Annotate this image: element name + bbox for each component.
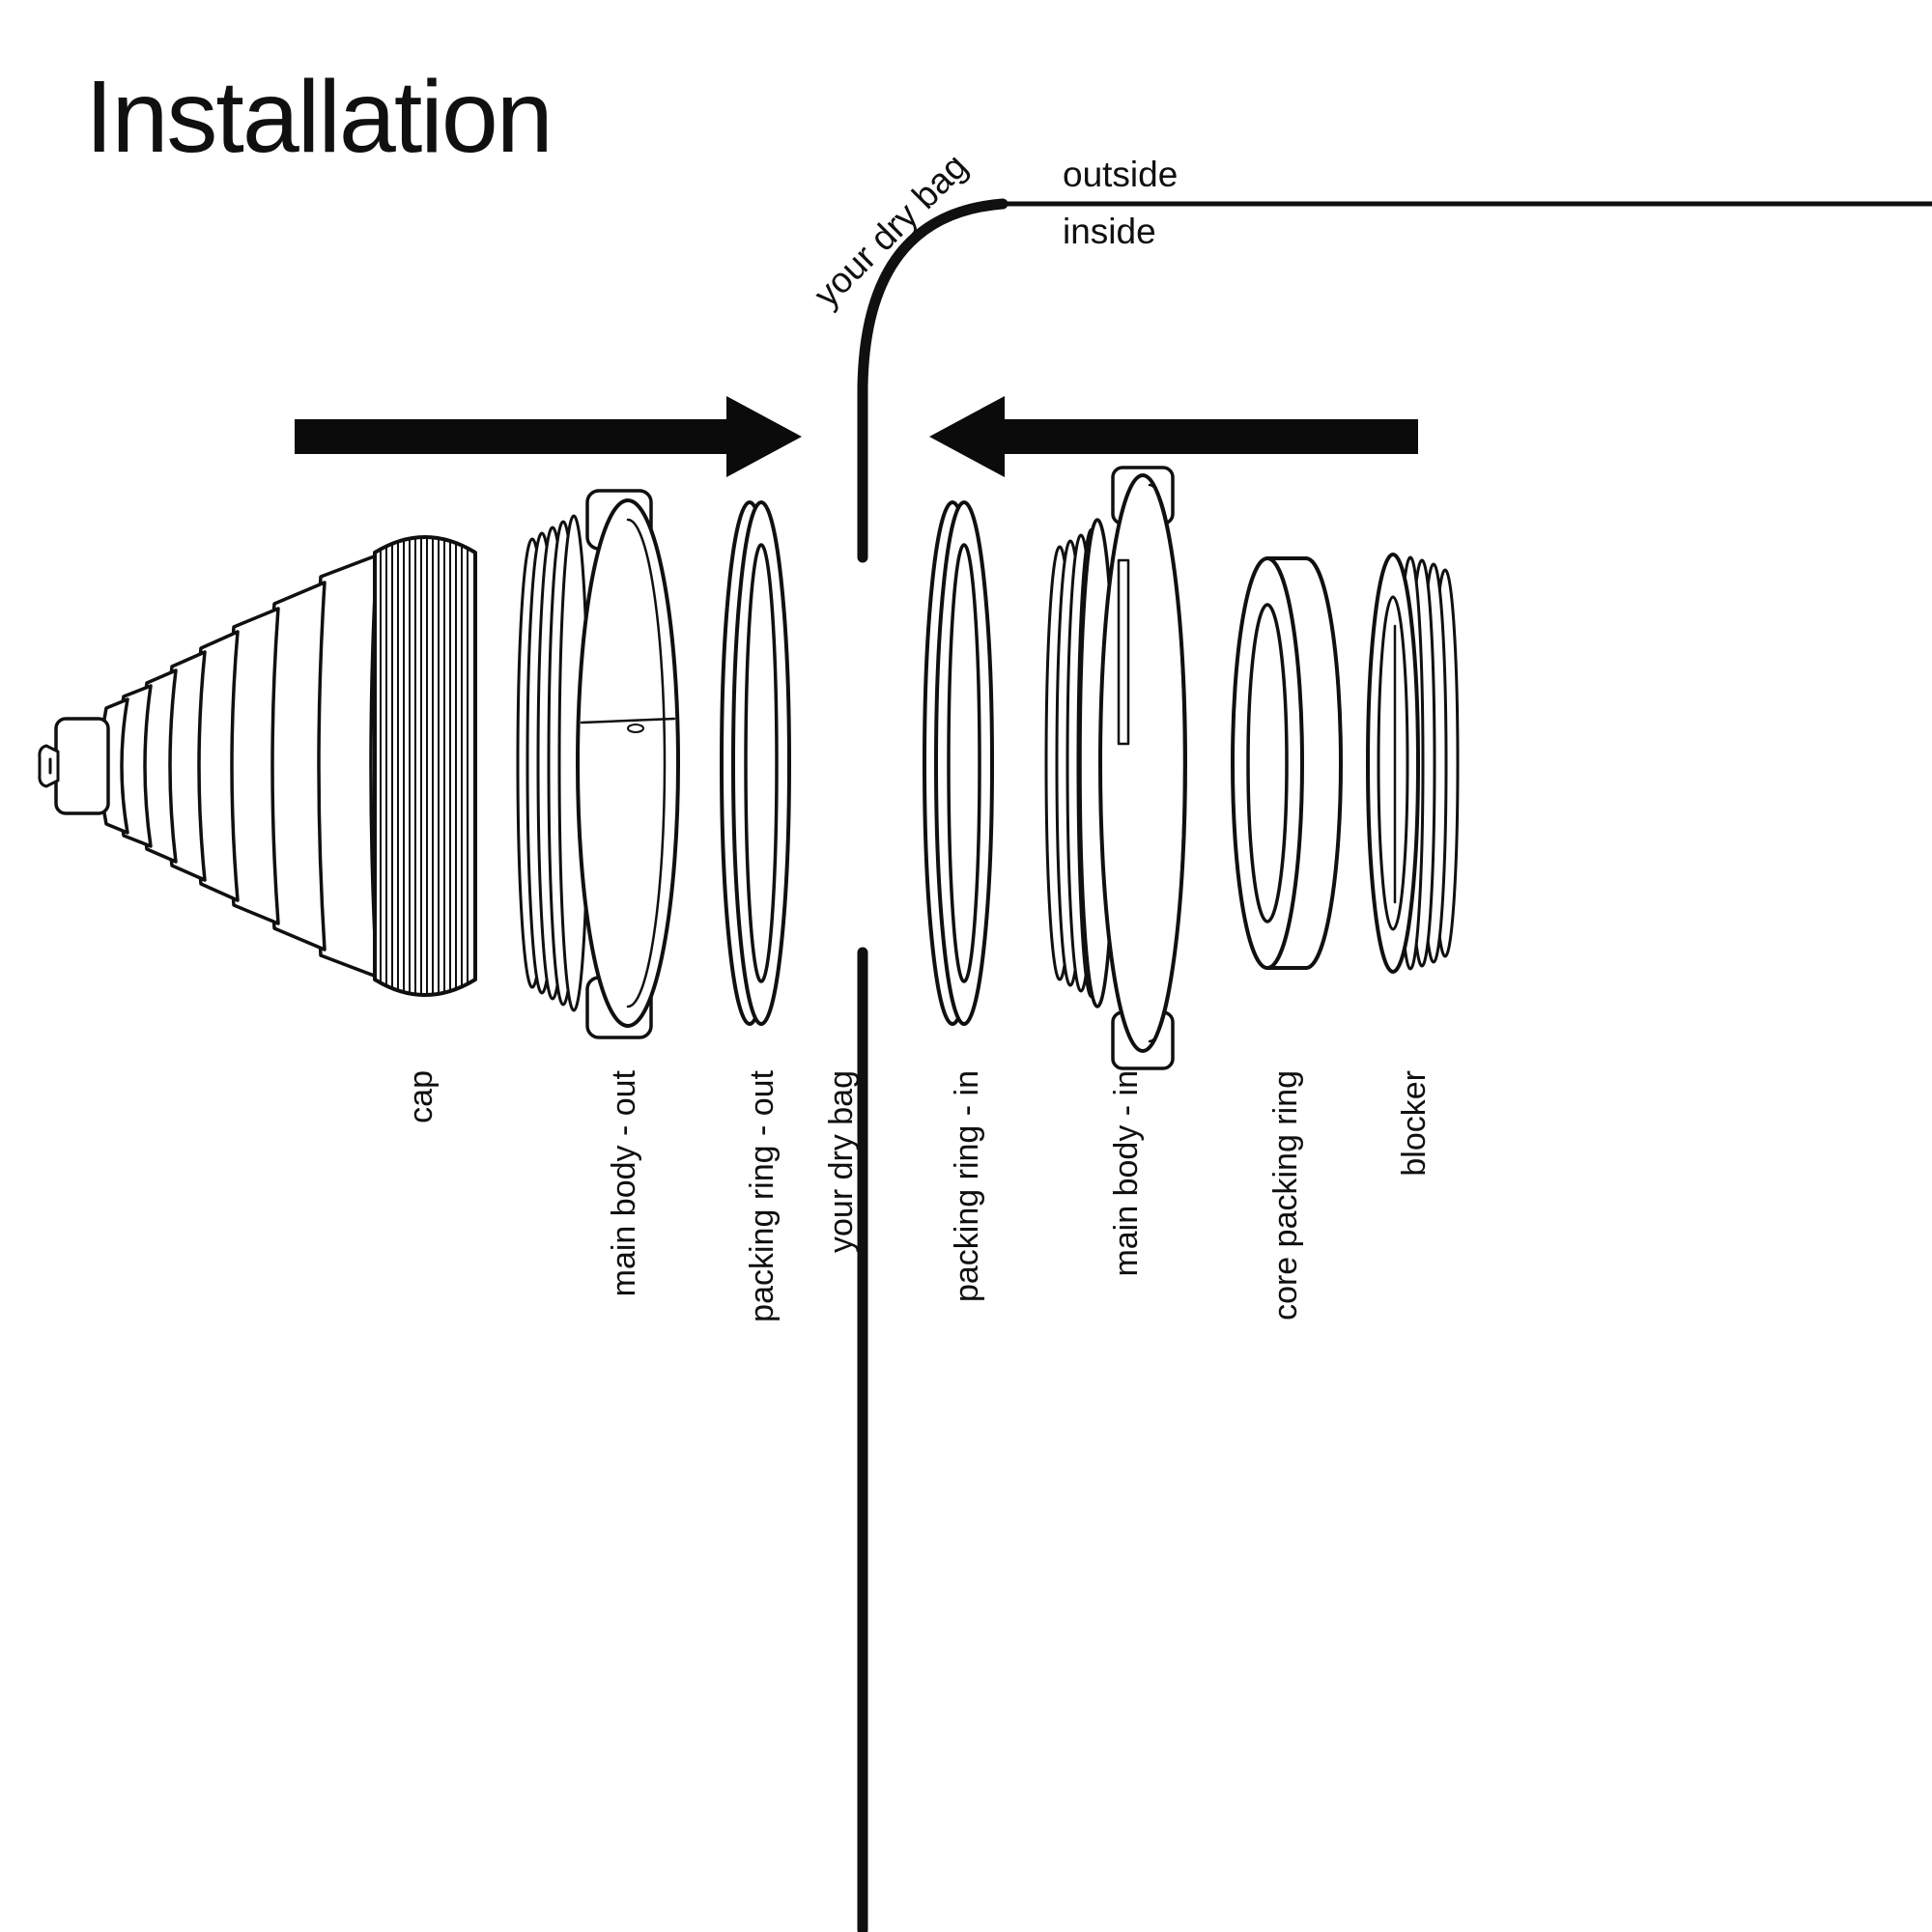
inside-label: inside <box>1063 212 1156 251</box>
packing-ring-in-drawing <box>923 500 994 1026</box>
cap-knurl-ribs <box>380 536 469 996</box>
blocker-label: blocker <box>1396 1070 1433 1177</box>
packing-ring-in-label: packing ring - in <box>949 1070 985 1302</box>
outside-label: outside <box>1063 155 1178 194</box>
page-title: Installation <box>85 60 554 174</box>
main-body-in-label: main body - in <box>1108 1070 1145 1277</box>
core-packing-ring-drawing <box>1231 556 1343 970</box>
arrow-left-icon <box>929 396 1418 477</box>
packing-ring-out-drawing <box>720 500 791 1026</box>
cap-knurled-ring <box>373 535 477 997</box>
dry-bag-line-label: your dry bag <box>823 1070 860 1253</box>
cap-label: cap <box>403 1070 440 1123</box>
packing-ring-out-label: packing ring - out <box>744 1069 781 1321</box>
blocker-drawing <box>1366 553 1460 974</box>
cap-clip <box>38 744 60 788</box>
main-body-out-flange <box>576 498 680 1028</box>
dry-bag-curve-line <box>857 198 1009 563</box>
main-body-in-slot <box>1117 558 1130 746</box>
cap-nozzle <box>54 717 110 815</box>
dry-bag-curve-label: your dry bag <box>807 146 975 314</box>
assembly-arrows <box>295 396 1418 477</box>
arrow-right-icon <box>295 396 802 477</box>
main-body-out-label: main body - out <box>606 1069 642 1296</box>
main-body-in-drawing <box>1044 466 1187 1070</box>
cap-drawing <box>38 535 477 997</box>
dry-bag-wall <box>857 198 1932 1932</box>
core-packing-ring-label: core packing ring <box>1267 1070 1304 1321</box>
main-body-out-drawing <box>516 489 680 1039</box>
